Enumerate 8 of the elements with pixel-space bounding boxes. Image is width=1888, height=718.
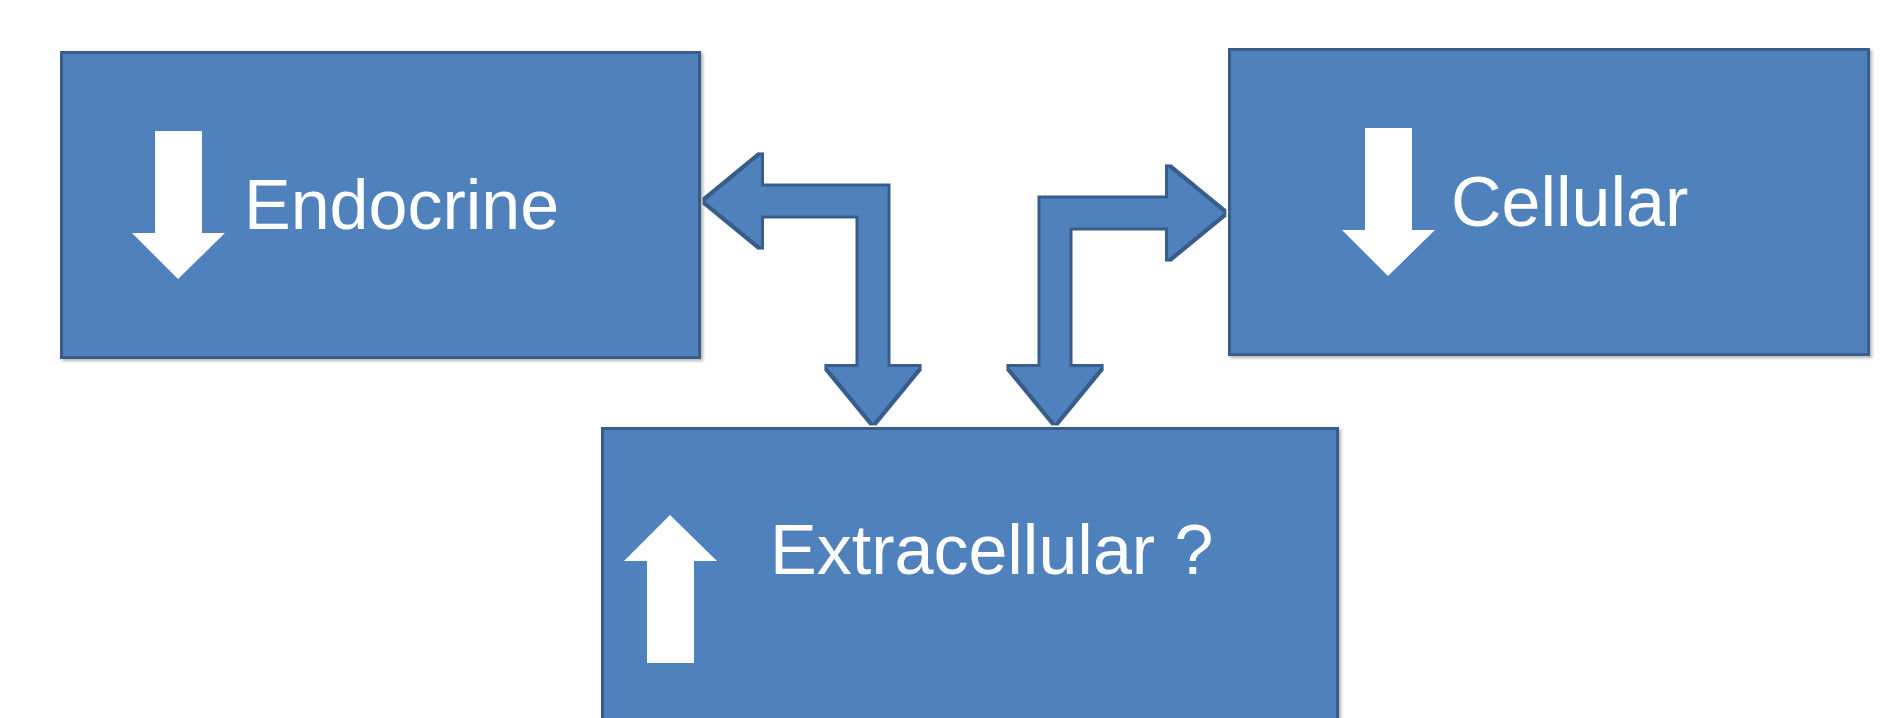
box-label: Cellular (1451, 167, 1689, 237)
process-box (1228, 48, 1870, 356)
double-headed-block-arrow (705, 155, 919, 423)
box-label: Endocrine (244, 170, 560, 240)
process-box (60, 51, 701, 359)
process-box (601, 427, 1339, 718)
double-headed-block-arrow (1009, 167, 1224, 423)
box-label: Extracellular ? (770, 515, 1214, 585)
